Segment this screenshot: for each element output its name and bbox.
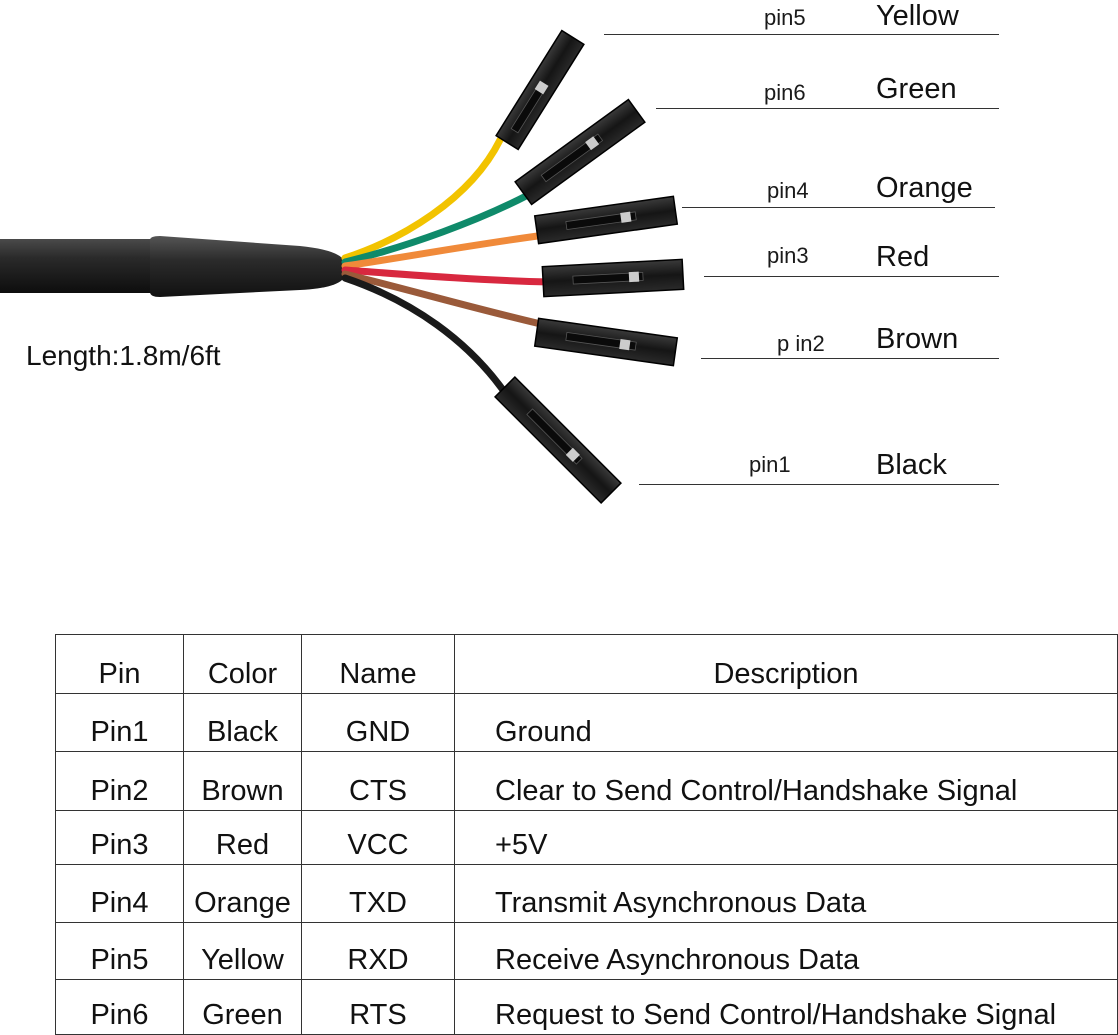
callout-pin2-color: Brown [876,323,959,355]
wire-yellow [341,136,504,262]
cell-name: RTS [301,979,455,1035]
callout-pin6-color: Green [876,73,957,105]
wire-black [341,274,514,404]
leader-line-pin6 [656,108,999,109]
cell-pin: Pin6 [55,979,184,1035]
cell-description: Transmit Asynchronous Data [454,864,1118,923]
callout-pin1-color: Black [876,449,947,481]
wire-brown [341,270,549,329]
callout-pin5-label: pin5 [764,5,806,30]
table-row: Pin6 Green RTS Request to Send Control/H… [55,979,1118,1035]
cell-name: GND [301,693,455,752]
leader-line-pin1 [639,484,999,485]
heat-shrink-sleeve [150,236,345,297]
callout-pin2-label: p in2 [777,331,825,356]
cell-color: Black [183,693,302,752]
cell-pin: Pin5 [55,922,184,980]
connector-pin4 [533,195,679,245]
cell-name: RXD [301,922,455,980]
header-color: Color [183,634,302,694]
wire-red [341,266,554,286]
header-description: Description [454,634,1118,694]
cell-color: Orange [183,864,302,923]
callout-pin6-label: pin6 [764,80,806,105]
cable-length-label: Length:1.8m/6ft [26,340,221,371]
header-pin: Pin [55,634,184,694]
cell-description: +5V [454,810,1118,865]
cable-jacket [0,239,170,293]
connector-pin3 [541,258,685,298]
leader-line-pin4 [682,207,995,208]
callout-pin3-color: Red [876,241,930,273]
cell-pin: Pin4 [55,864,184,923]
cell-color: Yellow [183,922,302,980]
cell-description: Ground [454,693,1118,752]
callout-pin1-label: pin1 [749,452,791,477]
cell-description: Clear to Send Control/Handshake Signal [454,751,1118,811]
connector-pin2 [533,317,679,367]
table-row: Pin1 Black GND Ground [55,693,1118,752]
cell-description: Request to Send Control/Handshake Signal [454,979,1118,1035]
pinout-table: Pin Color Name Description Pin1 Black GN… [55,634,1118,1035]
leader-line-pin3 [704,276,999,277]
connector-pin6 [514,98,646,206]
cable-diagram [0,29,685,504]
table-header-row: Pin Color Name Description [55,634,1118,694]
callout-pin4-label: pin4 [767,178,809,203]
callout-pin3-label: pin3 [767,243,809,268]
cell-color: Green [183,979,302,1035]
leader-line-pin5 [604,34,999,35]
cell-color: Brown [183,751,302,811]
wire-orange [341,231,549,270]
cell-pin: Pin2 [55,751,184,811]
wire-green [341,191,532,266]
cell-pin: Pin1 [55,693,184,752]
table-row: Pin4 Orange TXD Transmit Asynchronous Da… [55,864,1118,923]
table-row: Pin3 Red VCC +5V [55,810,1118,865]
cell-name: VCC [301,810,455,865]
cell-name: CTS [301,751,455,811]
cell-pin: Pin3 [55,810,184,865]
cell-name: TXD [301,864,455,923]
connector-pin5 [495,29,585,151]
callout-pin5-color: Yellow [876,0,959,32]
table-row: Pin5 Yellow RXD Receive Asynchronous Dat… [55,922,1118,980]
connector-pin1 [494,376,622,504]
cell-color: Red [183,810,302,865]
leader-line-pin2 [701,358,999,359]
table-row: Pin2 Brown CTS Clear to Send Control/Han… [55,751,1118,811]
header-name: Name [301,634,455,694]
cell-description: Receive Asynchronous Data [454,922,1118,980]
callout-pin4-color: Orange [876,172,973,204]
